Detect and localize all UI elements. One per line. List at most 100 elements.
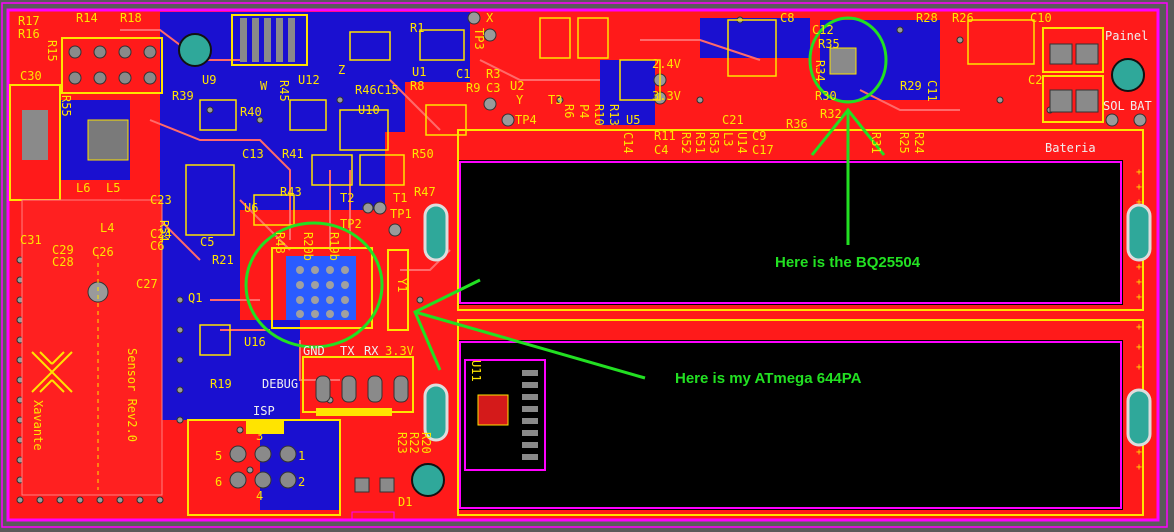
header-connector [61,37,163,94]
debug-bar [316,408,392,416]
designator-tp1: TP1 [390,207,412,221]
v24-label: 2.4V [652,57,681,71]
designator-c2: C2 [1028,73,1042,87]
battery-connector [1042,75,1104,123]
designator-r35: R35 [818,37,840,51]
designator-c28: C28 [52,255,74,269]
battery-label: Bateria [1045,141,1096,155]
designator-r19b: R19b [327,232,341,261]
designator-r8: R8 [410,79,424,93]
svg-text:+: + [1136,447,1142,458]
designator-r15: R15 [45,40,59,62]
designator-tp4: TP4 [515,113,537,127]
designator-p4: P4 [577,104,591,118]
bq25504-chip [829,47,857,75]
designator-c17: C17 [752,143,774,157]
inductor-chip [87,119,129,161]
designator-r41: R41 [282,147,304,161]
designator-r43: R43 [280,185,302,199]
designator-c3: C3 [486,81,500,95]
designator-r9: R9 [466,81,480,95]
designator-l6: L6 [76,181,90,195]
svg-text:+: + [1136,262,1142,273]
designator-t2: T2 [340,191,354,205]
isp-pin-6: 6 [215,475,222,489]
isp-pin-3: 3 [256,429,263,443]
u11-pads [522,370,538,460]
panel-label: Painel [1105,29,1148,43]
designator-c31: C31 [20,233,42,247]
designator-r14: R14 [76,11,98,25]
designator-r1: R1 [410,21,424,35]
designator-c13: C13 [242,147,264,161]
designator-l5: L5 [106,181,120,195]
u11-outline [464,359,546,471]
designator-c1: C1 [456,67,470,81]
v33-label: 3.3V [385,344,414,358]
silkscreen-labels: Painel Bateria SOL BAT DEBUG ISP GND TX … [18,11,1152,509]
bat-label: BAT [1130,99,1152,113]
designator-r40: R40 [240,105,262,119]
header-pins [68,45,157,85]
u11-chip [477,394,509,426]
designator-r13: R13 [607,104,621,126]
designator-c6: C6 [150,239,164,253]
designator-r39: R39 [172,89,194,103]
designator-r26: R26 [952,11,974,25]
designator-r29: R29 [900,79,922,93]
designator-r22: R22 [407,432,421,454]
designator-c27: C27 [136,277,158,291]
designator-c23: C23 [150,193,172,207]
c30-pad [22,110,48,160]
designator-r6: R6 [562,104,576,118]
top-connector-pins [240,18,295,62]
isp-pin-2: 2 [298,475,305,489]
designator-r51: R51 [693,132,707,154]
designator-c4: C4 [654,143,668,157]
isp-bar [246,420,284,434]
svg-text:+: + [1136,322,1142,333]
svg-text:+: + [1136,167,1142,178]
designator-r20: R20 [419,432,433,454]
designator-r48: R48 [273,232,287,254]
designator-u9: U9 [202,73,216,87]
antenna-fill [21,199,163,496]
designator-q1: Q1 [188,291,202,305]
mounting-holes [178,33,1145,497]
svg-text:+: + [1136,182,1142,193]
designator-c29: C29 [52,243,74,257]
v33b-label: 3.3V [652,89,681,103]
designator-r21b: C11 [925,80,939,102]
designator-r45: R45 [277,80,291,102]
mcu-pads [296,266,349,318]
designator-r34: R34 [813,60,827,82]
designator-c24: C24 [150,227,172,241]
designator-r32: R32 [820,107,842,121]
bq-arrow [810,107,886,245]
bq-highlight-circle [808,16,888,104]
designator-d1: D1 [398,495,412,509]
designator-c21: C21 [722,113,744,127]
designator-l4: L4 [100,221,114,235]
designator-c14: C14 [621,132,635,154]
isp-pin-5: 5 [215,449,222,463]
designator-c12: C12 [812,23,834,37]
designator-t1: T1 [393,191,407,205]
isp-label: ISP [253,404,275,418]
bottom-copper [60,12,940,510]
designator-u6: U6 [244,201,258,215]
crystal-y1 [387,249,409,331]
component-outlines [185,17,1035,356]
terminal-pins [1049,43,1099,113]
display-area-top [458,160,1123,305]
battery-plus-markers: +++ +++ +++ ++ [1136,167,1142,473]
designator-u1: U1 [412,65,426,79]
d1-magenta [351,511,395,521]
designator-r36: R36 [786,117,808,131]
atmega-highlight-circle [244,221,384,349]
display-outline-magenta-1 [459,161,1122,304]
debug-pins [315,375,409,403]
designator-r20b: R20b [301,232,315,261]
svg-text:+: + [1136,362,1142,373]
